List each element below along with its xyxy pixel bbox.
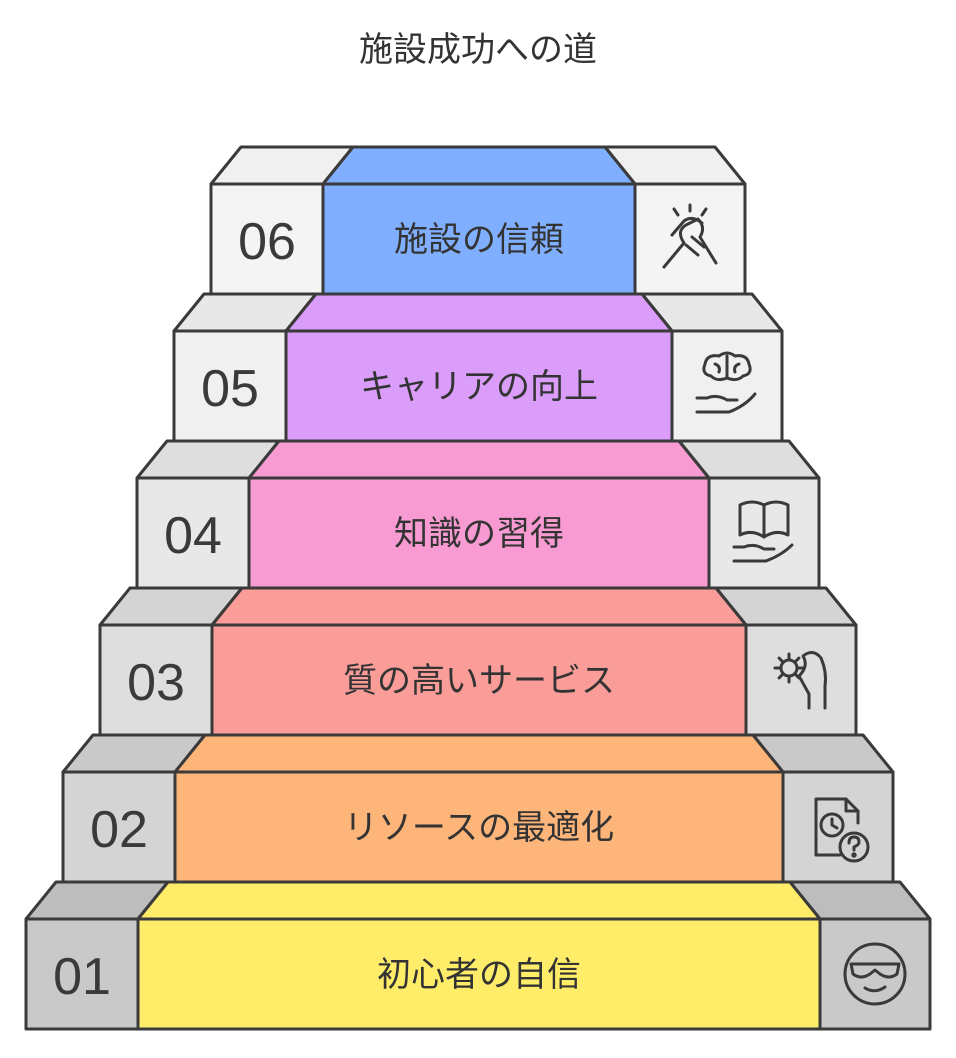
step-05: 05 キャリアの向上 — [172, 292, 784, 443]
document-clock-question-icon — [814, 797, 870, 863]
step-number: 04 — [164, 507, 222, 565]
left-block-front — [24, 917, 140, 1031]
step-label: リソースの最適化 — [344, 808, 614, 848]
center-riser — [247, 476, 711, 590]
center-tread — [173, 733, 785, 774]
center-riser — [136, 917, 822, 1031]
step-label: キャリアの向上 — [360, 367, 598, 407]
center-riser — [210, 623, 748, 737]
sunglasses-face-icon — [843, 942, 907, 1006]
right-block-front — [670, 329, 784, 443]
step-01: 01 初心者の自信 — [24, 880, 932, 1031]
left-block-front — [98, 623, 214, 737]
left-block-front — [135, 476, 251, 590]
step-label: 施設の信頼 — [394, 220, 564, 260]
center-tread — [321, 145, 637, 186]
step-06: 06 施設の信頼 — [209, 145, 747, 296]
step-03: 03 質の高いサービス — [98, 586, 858, 737]
left-block-front — [61, 770, 177, 884]
hand-brain-icon — [695, 351, 757, 414]
step-label: 初心者の自信 — [377, 955, 581, 995]
hand-book-icon — [732, 500, 794, 563]
diagram-title: 施設成功への道 — [359, 30, 597, 70]
hand-gear-icon — [773, 651, 827, 710]
right-block-front — [818, 917, 932, 1031]
step-04: 04 知識の習得 — [135, 439, 821, 590]
center-riser — [321, 182, 637, 296]
center-riser — [173, 770, 785, 884]
step-number: 03 — [127, 654, 185, 712]
step-number: 06 — [238, 213, 296, 271]
step-label: 質の高いサービス — [343, 661, 615, 701]
center-tread — [136, 880, 822, 921]
step-number: 05 — [201, 360, 259, 418]
handshake-icon — [662, 203, 718, 269]
step-number: 01 — [53, 948, 111, 1006]
center-tread — [247, 439, 711, 480]
left-block-front — [209, 182, 325, 296]
center-tread — [210, 586, 748, 627]
step-label: 知識の習得 — [394, 514, 564, 554]
step-02: 02 リソースの最適化 — [61, 733, 895, 884]
right-block-front — [633, 182, 747, 296]
right-block-front — [707, 476, 821, 590]
center-tread — [284, 292, 674, 333]
step-number: 02 — [90, 801, 148, 859]
center-riser — [284, 329, 674, 443]
